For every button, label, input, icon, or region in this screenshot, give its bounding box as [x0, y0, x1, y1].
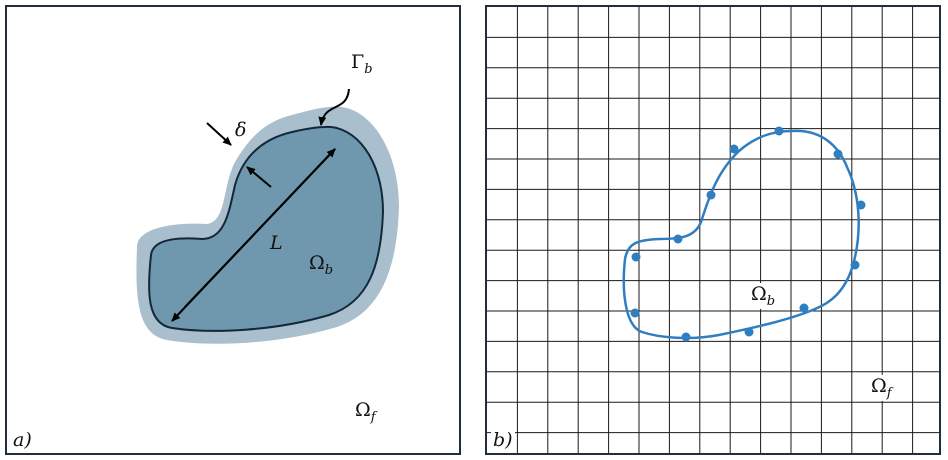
panel-a: δ L Γb Ωb Ωf a) — [5, 5, 461, 455]
delta-arrow-inner — [246, 166, 272, 188]
immersed-body — [148, 125, 385, 332]
length-label: L — [270, 232, 283, 254]
lagrangian-point — [630, 308, 640, 318]
gamma-b-label: Γb — [351, 51, 373, 77]
cartesian-grid — [487, 7, 939, 453]
omega-f-label: Ωf — [355, 399, 376, 425]
panel-b-drawing — [487, 7, 939, 453]
length-arrow-back — [171, 148, 336, 322]
gamma-pointer — [318, 88, 350, 126]
lagrangian-point — [706, 190, 716, 200]
body-boundary-curve — [622, 129, 860, 340]
lagrangian-point — [799, 303, 809, 313]
panel-b-tag: b) — [491, 429, 515, 451]
panel-a-drawing — [136, 88, 399, 344]
lagrangian-point — [744, 327, 754, 337]
lagrangian-points — [630, 126, 866, 342]
omega-b-label-grid: Ωb — [749, 283, 778, 309]
omega-b-label: Ωb — [309, 252, 334, 278]
lagrangian-point — [673, 234, 683, 244]
lagrangian-point — [774, 126, 784, 136]
lagrangian-point — [850, 260, 860, 270]
lagrangian-point — [833, 149, 843, 159]
panel-a-tag: a) — [13, 429, 32, 451]
lagrangian-point — [631, 252, 641, 262]
delta-arrow-outer — [206, 122, 232, 146]
lagrangian-point — [729, 144, 739, 154]
omega-f-label-grid: Ωf — [869, 375, 894, 401]
panel-b: Ωb Ωf b) — [485, 5, 941, 455]
delta-label: δ — [235, 119, 247, 141]
lagrangian-point — [856, 200, 866, 210]
lagrangian-point — [681, 332, 691, 342]
